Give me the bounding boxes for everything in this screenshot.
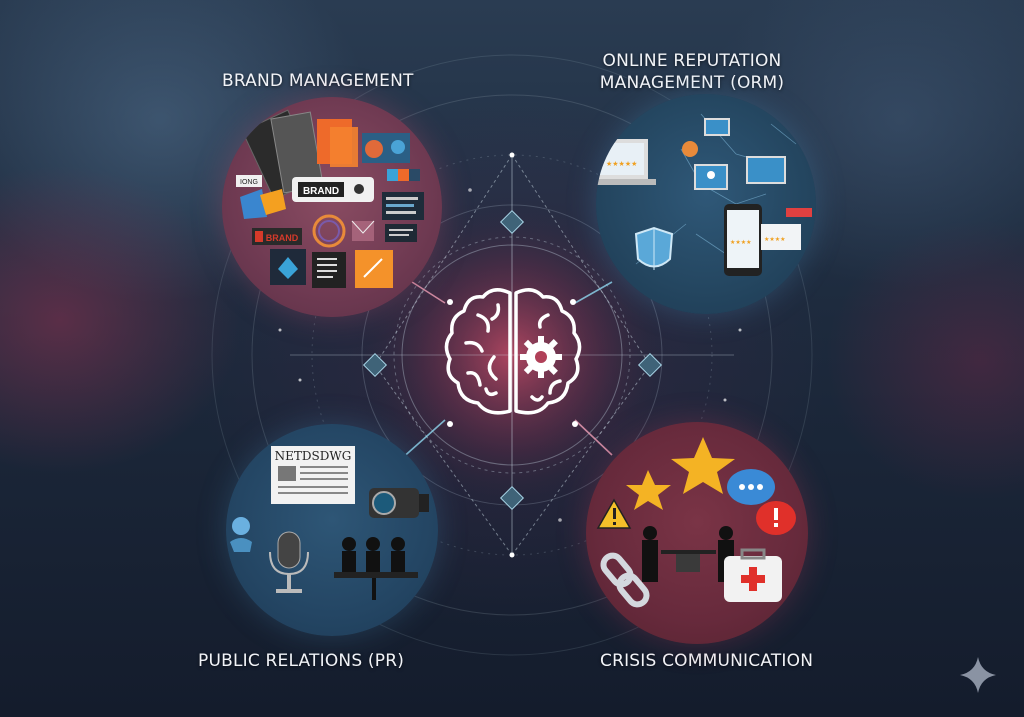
chat-dots-icon: [727, 469, 775, 505]
megaphone-icon: [240, 189, 286, 219]
star-icon: [671, 437, 735, 494]
monitor-icon: [694, 164, 728, 190]
chat-bubble-icon: [385, 224, 417, 242]
sparkle-icon: [960, 657, 996, 693]
creative-icon: [355, 250, 393, 288]
orm-label-line2: MANAGEMENT (ORM): [599, 73, 785, 93]
chart-ring-icon: [312, 214, 346, 248]
svg-text:IONG: IONG: [240, 179, 258, 186]
press-conference-icon: [334, 537, 418, 600]
public-relations-label: PUBLIC RELATIONS (PR): [198, 651, 405, 671]
brand-management-label: BRAND MANAGEMENT: [222, 71, 414, 91]
monitor-icon: [746, 156, 786, 184]
svg-text:NETDSDWG: NETDSDWG: [275, 449, 352, 463]
star-rating-icon: ★★★★: [761, 208, 812, 250]
smartphone-review-icon: ★★★★: [724, 204, 762, 276]
monitor-icon: [704, 118, 730, 136]
svg-text:★★★★: ★★★★: [764, 236, 786, 243]
public-relations-circle: NETDSDWG: [226, 424, 438, 636]
brain-with-gear-icon: [444, 288, 582, 415]
laptop-review-icon: ★★★★★: [596, 139, 656, 185]
avatar-node-icon: [682, 141, 698, 157]
svg-text:BRAND: BRAND: [266, 233, 299, 243]
crisis-communication-label: CRISIS COMMUNICATION: [600, 651, 814, 671]
logo-tag-icon: [362, 133, 410, 163]
shield-icon: [634, 226, 674, 270]
chain-link-icon: [600, 552, 650, 608]
orm-label-line1: ONLINE REPUTATION: [602, 51, 782, 71]
brand-badge-icon: BRAND: [252, 228, 302, 245]
document-icon: [312, 252, 346, 288]
alert-bubble-icon: [756, 501, 796, 535]
label-tag-icon: IONG: [236, 175, 262, 187]
svg-text:★★★★★: ★★★★★: [606, 160, 637, 168]
interview-icon: [642, 526, 734, 582]
svg-text:★★★★: ★★★★: [730, 239, 752, 246]
brand-tag-icon: BRAND: [292, 177, 374, 202]
star-icon: [626, 470, 671, 510]
orm-circle: ★★★★★ ★★★★ ★★★★: [596, 94, 816, 314]
brand-management-circle: BRAND IONG BRAND: [222, 97, 442, 317]
microphone-icon: [269, 531, 309, 593]
orm-label: ONLINE REPUTATION MANAGEMENT (ORM): [592, 50, 792, 94]
color-strip-icon: [387, 169, 420, 181]
warning-icon: [596, 498, 632, 529]
layout-icon: [270, 249, 306, 285]
shapes-icon: [317, 119, 358, 167]
first-aid-kit-icon: [724, 548, 782, 602]
crisis-communication-circle: [586, 422, 808, 644]
video-camera-icon: [369, 488, 429, 518]
svg-text:BRAND: BRAND: [303, 186, 339, 197]
speech-user-icon: [230, 517, 252, 552]
envelope-icon: [351, 220, 375, 241]
newspaper-icon: NETDSDWG: [271, 446, 355, 504]
text-panel-icon: [382, 192, 424, 220]
